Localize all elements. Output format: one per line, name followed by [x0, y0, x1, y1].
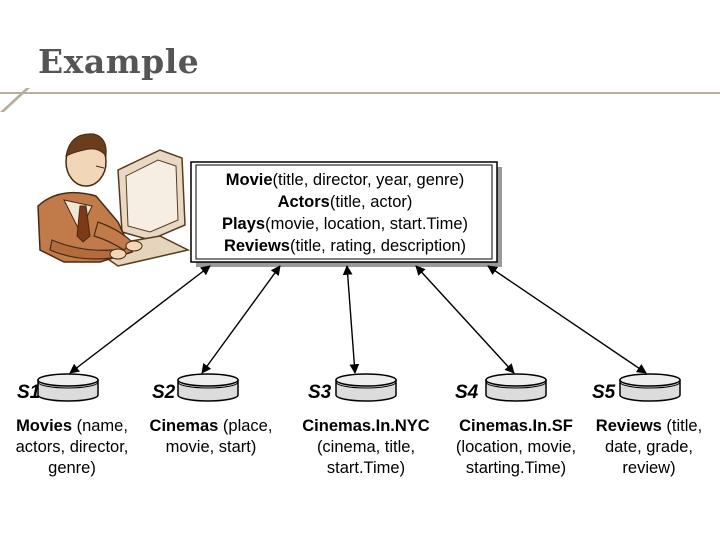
arrow-s2	[201, 265, 281, 374]
source-schema-s4: Cinemas.In.SF (location, movie, starting…	[455, 417, 577, 477]
arrow-s5	[487, 265, 647, 374]
source-label-s5: S5	[592, 382, 616, 403]
database-disk-icon	[335, 373, 397, 402]
source-label-s1: S1	[17, 382, 41, 403]
mapping-arrows	[69, 265, 647, 374]
source-schema-s3: Cinemas.In.NYC (cinema, title, start.Tim…	[302, 417, 430, 477]
database-disk-icon	[37, 373, 99, 402]
header-rule	[0, 88, 720, 112]
schema-line-movie: Movie(title, director, year, genre)	[225, 171, 465, 189]
database-disk-icon	[485, 373, 547, 402]
arrow-s1	[69, 265, 211, 374]
arrow-s4	[415, 265, 515, 374]
schema-line-reviews: Reviews(title, rating, description)	[223, 237, 467, 255]
schema-line-actors: Actors(title, actor)	[277, 193, 413, 211]
source-label-s3: S3	[308, 382, 332, 403]
mediated-schema-box	[190, 161, 502, 267]
database-disk-icon	[177, 373, 239, 402]
database-disk-icon	[619, 373, 681, 402]
source-schema-s5: Reviews (title, date, grade, review)	[595, 417, 703, 477]
schema-line-plays: Plays(movie, location, start.Time)	[221, 215, 469, 233]
source-label-s4: S4	[455, 382, 479, 403]
arrow-s3	[342, 265, 360, 374]
person-at-computer-icon	[37, 133, 191, 267]
mediated-schema-text: Movie(title, director, year, genre) Acto…	[192, 163, 498, 263]
source-label-s2: S2	[152, 382, 176, 403]
source-schema-s1: Movies (name, actors, director, genre)	[15, 417, 129, 477]
source-schema-s2: Cinemas (place, movie, start)	[149, 417, 273, 456]
slide-title: Example	[38, 42, 200, 81]
